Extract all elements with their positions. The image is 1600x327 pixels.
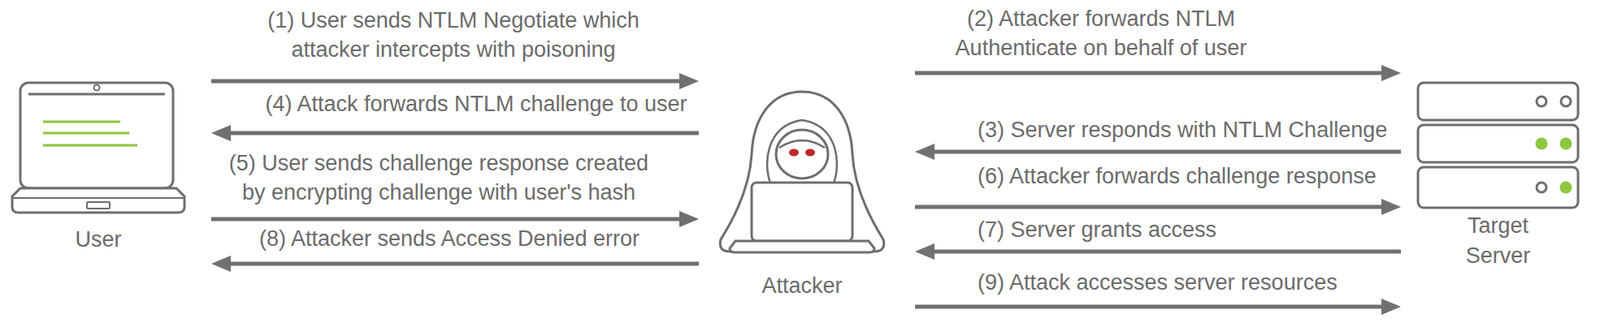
step-label: (3) Server responds with NTLM Challenge xyxy=(977,115,1388,145)
server-icon xyxy=(1416,81,1580,210)
server-unit xyxy=(1417,125,1579,163)
server-unit xyxy=(1417,82,1579,121)
status-light xyxy=(1560,96,1571,107)
status-light xyxy=(1560,182,1573,195)
brow-shadow xyxy=(779,140,825,148)
actor-node: Attacker xyxy=(714,89,890,300)
message-arrow xyxy=(914,143,1401,161)
message-arrow xyxy=(914,299,1401,316)
status-light xyxy=(1536,182,1547,193)
message-arrow xyxy=(211,73,699,90)
actor-node: Target Server xyxy=(1416,81,1580,272)
arrow-head xyxy=(679,211,699,228)
screen-bar xyxy=(28,93,165,96)
step-label: (5) User sends challenge response create… xyxy=(221,148,657,208)
message-arrow xyxy=(914,243,1401,261)
arrow-head xyxy=(914,143,935,161)
step-label: (2) Attacker forwards NTLM Authenticate … xyxy=(930,4,1272,63)
laptop-icon xyxy=(10,81,187,215)
screen-line xyxy=(43,144,138,148)
arrow-shaft xyxy=(211,217,681,222)
message-arrow xyxy=(211,125,699,142)
actor-label: Target Server xyxy=(1449,211,1548,272)
arrow-shaft xyxy=(914,305,1384,310)
arrow-shaft xyxy=(932,150,1401,155)
server-unit xyxy=(1417,167,1579,209)
arrow-head xyxy=(1381,65,1401,82)
eye xyxy=(789,149,799,157)
step-label: (9) Attack accesses server resources xyxy=(977,268,1338,298)
step-label: (7) Server grants access xyxy=(977,215,1217,245)
step-label: (8) Attacker sends Access Denied error xyxy=(259,224,640,254)
arrow-head xyxy=(679,73,699,90)
arrow-shaft xyxy=(932,250,1401,255)
message-arrow xyxy=(211,211,699,228)
camera-dot xyxy=(94,85,100,92)
message-arrow xyxy=(914,199,1401,216)
status-light xyxy=(1560,138,1573,151)
arrow-head xyxy=(1381,199,1401,216)
step-label: (6) Attacker forwards challenge response xyxy=(977,161,1377,191)
arrow-shaft xyxy=(914,71,1384,76)
arrow-head xyxy=(211,255,231,273)
message-arrow xyxy=(914,65,1401,82)
touchpad xyxy=(86,202,110,209)
screen-line xyxy=(43,132,130,135)
arrow-head xyxy=(914,243,935,261)
laptop-screen xyxy=(20,82,174,189)
eye xyxy=(805,149,816,157)
laptop-base xyxy=(12,188,185,213)
actor-label: User xyxy=(10,226,187,253)
hacker-icon xyxy=(714,89,890,256)
status-light xyxy=(1535,138,1548,151)
message-arrow xyxy=(211,255,699,273)
arrow-shaft xyxy=(914,205,1384,210)
hood xyxy=(719,91,885,252)
arrow-head xyxy=(1381,299,1401,316)
actor-label: Attacker xyxy=(714,273,890,300)
status-light xyxy=(1536,96,1547,107)
keyboard-edge xyxy=(12,197,185,200)
step-label: (4) Attack forwards NTLM challenge to us… xyxy=(264,89,687,119)
screen-line xyxy=(43,121,121,124)
hacker-laptop-base xyxy=(729,241,875,253)
hood-fold xyxy=(767,120,837,186)
arrow-shaft xyxy=(229,262,699,267)
actor-node: User xyxy=(10,81,187,253)
step-label: (1) User sends NTLM Negotiate which atta… xyxy=(246,5,661,65)
arrow-shaft xyxy=(229,131,699,136)
arrow-head xyxy=(211,125,231,142)
arrow-shaft xyxy=(211,79,681,84)
hacker-laptop-screen xyxy=(751,182,853,242)
face xyxy=(776,130,829,179)
